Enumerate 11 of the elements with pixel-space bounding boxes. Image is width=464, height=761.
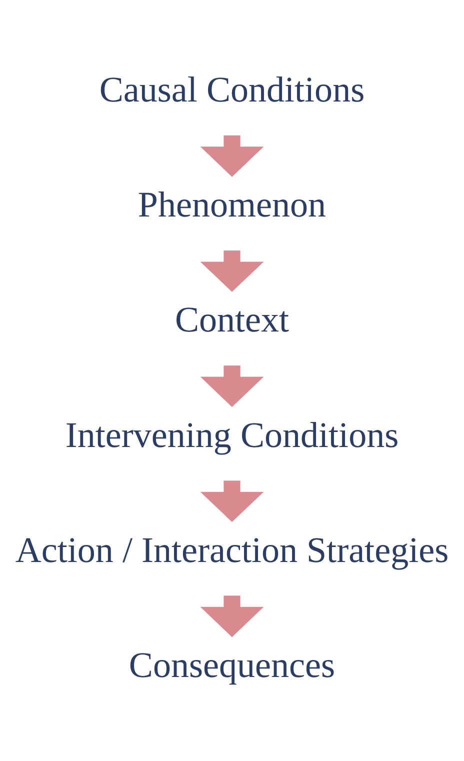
node-text: Intervening Conditions — [65, 414, 399, 455]
arrow — [200, 135, 264, 177]
node-text: Consequences — [128, 644, 336, 685]
arrow — [200, 480, 264, 522]
node-text: Causal Conditions — [99, 70, 365, 110]
arrow — [200, 366, 264, 407]
arrow — [200, 250, 264, 292]
arrow — [200, 596, 264, 638]
node-text: Context — [174, 300, 290, 340]
node-text: Phenomenon — [138, 184, 326, 225]
node-text: Action / Interaction Strategies — [15, 530, 449, 570]
